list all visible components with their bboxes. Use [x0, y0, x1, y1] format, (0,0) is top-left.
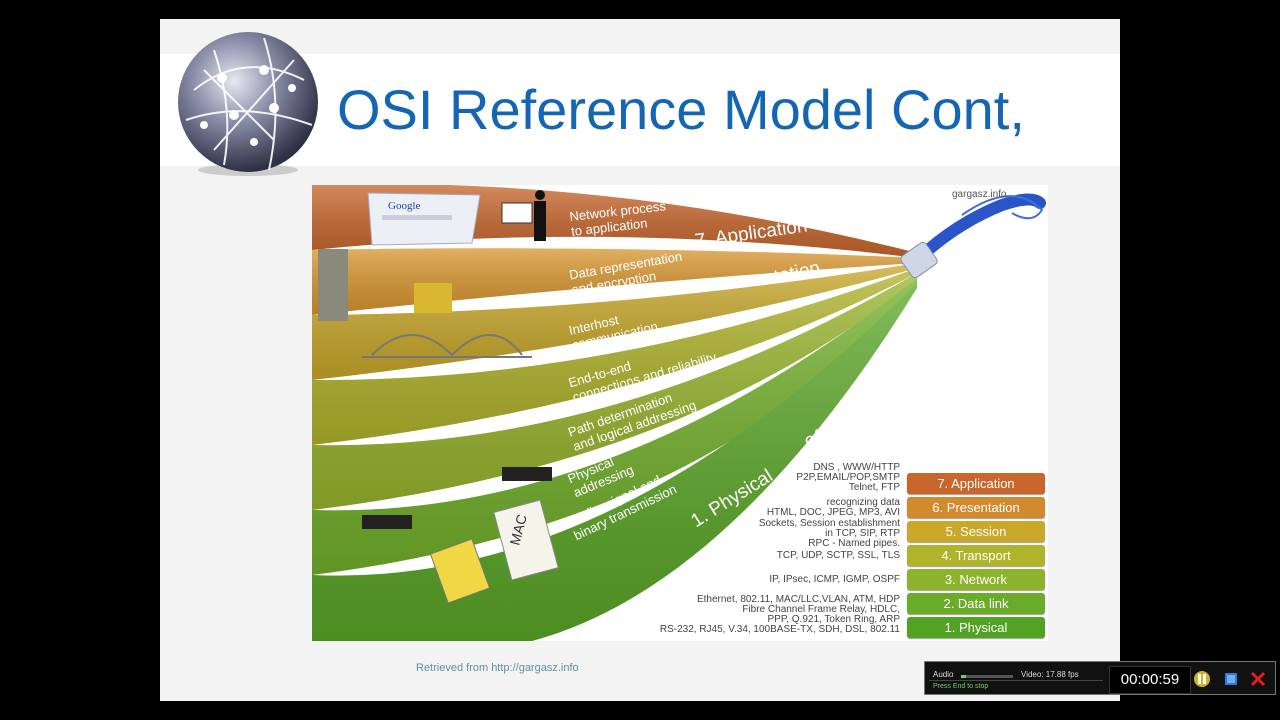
slide-title: OSI Reference Model Cont, [337, 78, 1025, 141]
protocol-line: RPC - Named pipes. [808, 538, 900, 549]
svg-text:MAC: MAC [506, 513, 530, 547]
legend-box: 3. Network [907, 569, 1045, 590]
protocol-line: Sockets, Session establishment [758, 518, 900, 529]
protocol-block: TCP, UDP, SCTP, SSL, TLS [777, 551, 900, 561]
audio-level-meter [961, 675, 1013, 678]
legend-box: 2. Data link [907, 593, 1045, 614]
google-screen-icon: Google [367, 192, 481, 246]
protocol-line: recognizing data [826, 497, 900, 508]
source-credit: Retrieved from http://gargasz.info [416, 662, 579, 674]
recorder-status: Press End to stop [933, 683, 989, 690]
protocol-line: Ethernet, 802.11, MAC/LLC,VLAN, ATM, HDP [696, 594, 900, 605]
protocol-line: in TCP, SIP, RTP [825, 528, 900, 539]
pause-icon [1194, 671, 1210, 687]
protocol-block: Ethernet, 802.11, MAC/LLC,VLAN, ATM, HDP… [697, 595, 900, 625]
osi-band-shade [312, 283, 917, 641]
slide: OSI Reference Model Cont, 7. Application… [160, 19, 1120, 701]
legend-box: 7. Application [907, 473, 1045, 494]
network-cable-icon [900, 193, 1046, 279]
screen-recorder-bar: Audio Video: 17.88 fps Press End to stop… [924, 661, 1276, 695]
box-icon [414, 283, 452, 313]
protocol-line: Telnet, FTP [848, 482, 900, 493]
google-label: Google [388, 200, 421, 212]
person-icon [534, 190, 546, 241]
protocol-line: DNS , WWW/HTTP [813, 462, 900, 473]
audio-label: Audio [933, 670, 954, 679]
globe-logo-icon [178, 32, 318, 176]
pause-button[interactable] [1193, 670, 1211, 688]
osi-band-shade [312, 268, 917, 445]
close-icon [1250, 671, 1266, 687]
protocol-line: IP, IPsec, ICMP, IGMP, OSPF [769, 574, 900, 585]
router-mac-tag-icon [429, 538, 491, 604]
legend-box: 6. Presentation [907, 497, 1045, 518]
protocol-line: P2P,EMAIL/POP,SMTP [796, 472, 900, 483]
recorder-divider [929, 680, 1103, 681]
recording-timer: 00:00:59 [1109, 666, 1191, 694]
protocol-line: TCP, UDP, SCTP, SSL, TLS [776, 550, 900, 561]
osi-band-shade [312, 278, 917, 575]
legend-box: 4. Transport [907, 545, 1045, 566]
protocol-block: RS-232, RJ45, V.34, 100BASE-TX, SDH, DSL… [660, 625, 900, 635]
protocol-line: HTML, DOC, JPEG, MP3, AVI [766, 507, 900, 518]
legend-box: 5. Session [907, 521, 1045, 542]
protocol-line: RS-232, RJ45, V.34, 100BASE-TX, SDH, DSL… [659, 624, 900, 635]
osi-band-shade [312, 248, 917, 315]
window-icon [1225, 673, 1237, 685]
stop-button[interactable] [1249, 670, 1267, 688]
router-icon [362, 467, 552, 529]
watermark: gargasz.info [952, 189, 1007, 200]
osi-band-shade [312, 273, 917, 510]
bridge-icon [362, 334, 532, 358]
title-band [160, 54, 1120, 166]
minimize-button[interactable] [1222, 670, 1240, 688]
video-fps-label: Video: 17.88 fps [1021, 670, 1079, 679]
cabinet-icon [318, 249, 348, 321]
osi-band-shade [312, 263, 917, 380]
protocol-line: Fibre Channel Frame Relay, HDLC, [742, 604, 900, 615]
legend-box: 1. Physical [907, 617, 1045, 638]
layer-legend: 7. Application 6. Presentation 5. Session 4… [907, 473, 1045, 641]
protocol-block: IP, IPsec, ICMP, IGMP, OSPF [769, 575, 900, 585]
protocol-line: PPP, Q.921, Token Ring, ARP [767, 614, 901, 625]
mac-tag-icon: MAC [493, 499, 559, 581]
envelope-icon [501, 202, 533, 224]
